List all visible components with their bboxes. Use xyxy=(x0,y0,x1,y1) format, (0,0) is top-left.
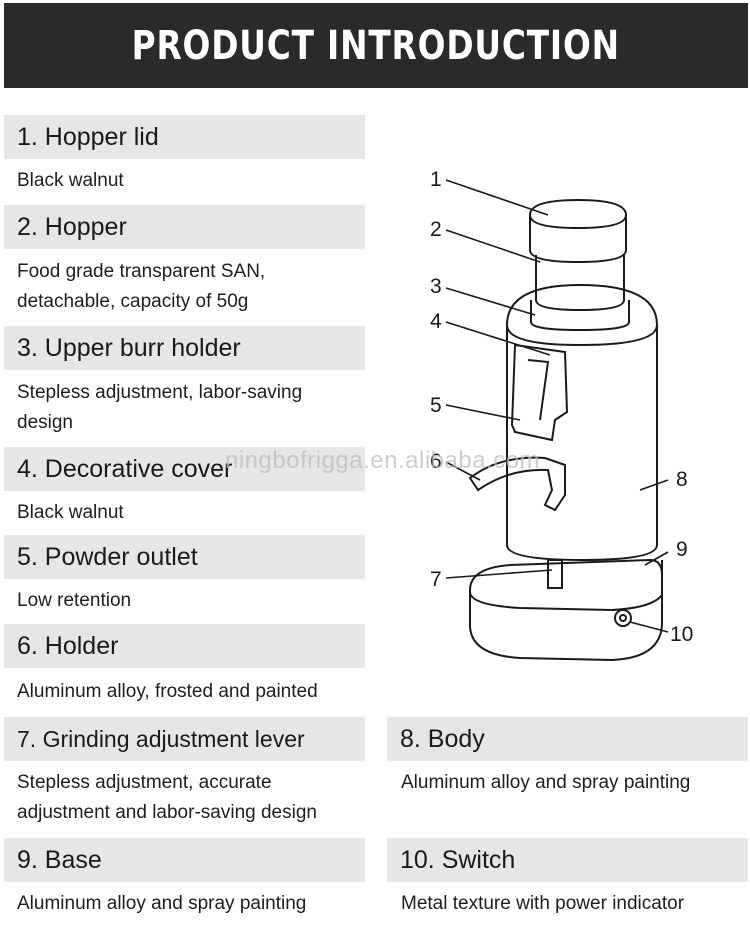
desc-line: Black walnut xyxy=(17,170,124,191)
grinding-lever-shape xyxy=(547,559,563,589)
desc-line: Aluminum alloy and spray painting xyxy=(17,893,307,914)
switch-icon xyxy=(614,609,632,627)
desc-line: Aluminum alloy, frosted and painted xyxy=(17,681,318,702)
page-title: PRODUCT INTRODUCTION xyxy=(131,22,621,69)
callout-4: 4 xyxy=(430,310,442,333)
base-rim xyxy=(469,591,663,612)
watermark: ningbofrigga.en.alibaba.com xyxy=(225,447,541,474)
part-label-body: 8. Body xyxy=(387,717,748,761)
callout-9: 9 xyxy=(676,538,688,561)
grinder-diagram: 1 2 3 4 5 6 7 8 9 10 xyxy=(430,168,693,662)
part-desc-holder: Aluminum alloy, frosted and painted xyxy=(17,677,318,707)
base-shape xyxy=(469,560,663,662)
part-label-upper-burr-holder: 3. Upper burr holder xyxy=(4,326,365,370)
callout-1: 1 xyxy=(430,168,442,191)
part-desc-base: Aluminum alloy and spray painting xyxy=(17,889,306,919)
part-label-base: 9. Base xyxy=(4,838,365,882)
part-desc-decorative-cover: Black walnut xyxy=(17,498,124,528)
part-label-hopper-lid: 1. Hopper lid xyxy=(4,115,365,159)
body-top xyxy=(506,283,658,326)
part-desc-hopper: Food grade transparent SAN, detachable, … xyxy=(17,257,265,317)
desc-line: Black walnut xyxy=(17,502,124,523)
label-text: 10. Switch xyxy=(400,845,516,874)
part-label-hopper: 2. Hopper xyxy=(4,205,365,249)
label-text: 9. Base xyxy=(17,845,102,874)
hopper-lid-top xyxy=(529,214,627,230)
powder-outlet-shape xyxy=(510,343,569,442)
callout-7: 7 xyxy=(430,568,442,591)
callout-10: 10 xyxy=(670,623,693,646)
desc-line: Stepless adjustment, labor-saving xyxy=(17,382,303,403)
desc-line: design xyxy=(17,412,73,433)
label-text: 8. Body xyxy=(400,724,485,753)
label-text: 2. Hopper xyxy=(17,212,127,241)
desc-line: adjustment and labor-saving design xyxy=(17,802,317,823)
hopper-shape xyxy=(535,255,625,312)
desc-line: detachable, capacity of 50g xyxy=(17,291,249,312)
callout-2: 2 xyxy=(430,218,442,241)
part-desc-body: Aluminum alloy and spray painting xyxy=(401,768,690,798)
label-text: 3. Upper burr holder xyxy=(17,333,241,362)
part-desc-switch: Metal texture with power indicator xyxy=(401,889,684,919)
part-desc-powder-outlet: Low retention xyxy=(17,586,131,616)
body-shape xyxy=(506,325,658,562)
label-text: 4. Decorative cover xyxy=(17,454,233,483)
callout-3: 3 xyxy=(430,275,442,298)
page-header: PRODUCT INTRODUCTION xyxy=(4,3,748,88)
powder-outlet-inner xyxy=(527,359,550,421)
switch-indicator xyxy=(619,614,627,622)
desc-line: Low retention xyxy=(17,590,132,611)
hopper-lid-shape xyxy=(529,198,627,264)
label-text: 7. Grinding adjustment lever xyxy=(17,725,305,752)
label-text: 5. Powder outlet xyxy=(17,542,198,571)
part-label-switch: 10. Switch xyxy=(387,838,748,882)
part-label-decorative-cover: 4. Decorative cover xyxy=(4,447,365,491)
body-top-ring xyxy=(506,324,658,347)
part-desc-upper-burr-holder: Stepless adjustment, labor-saving design xyxy=(17,378,302,438)
desc-line: Metal texture with power indicator xyxy=(401,893,685,914)
holder-shape xyxy=(468,456,566,512)
desc-line: Stepless adjustment, accurate xyxy=(17,772,272,793)
label-text: 1. Hopper lid xyxy=(17,122,159,151)
callout-8: 8 xyxy=(676,468,688,491)
part-label-grinding-adjustment-lever: 7. Grinding adjustment lever xyxy=(4,717,365,761)
burr-holder-shape xyxy=(530,300,630,332)
part-label-powder-outlet: 5. Powder outlet xyxy=(4,535,365,579)
part-desc-hopper-lid: Black walnut xyxy=(17,166,124,196)
part-label-holder: 6. Holder xyxy=(4,624,365,668)
label-text: 6. Holder xyxy=(17,631,119,660)
desc-line: Aluminum alloy and spray painting xyxy=(401,772,691,793)
part-desc-grinding-adjustment-lever: Stepless adjustment, accurate adjustment… xyxy=(17,768,317,828)
base-top xyxy=(469,558,663,591)
callout-6: 6 xyxy=(430,450,442,473)
desc-line: Food grade transparent SAN, xyxy=(17,261,266,282)
callout-5: 5 xyxy=(430,394,442,417)
leader-lines xyxy=(445,179,669,633)
